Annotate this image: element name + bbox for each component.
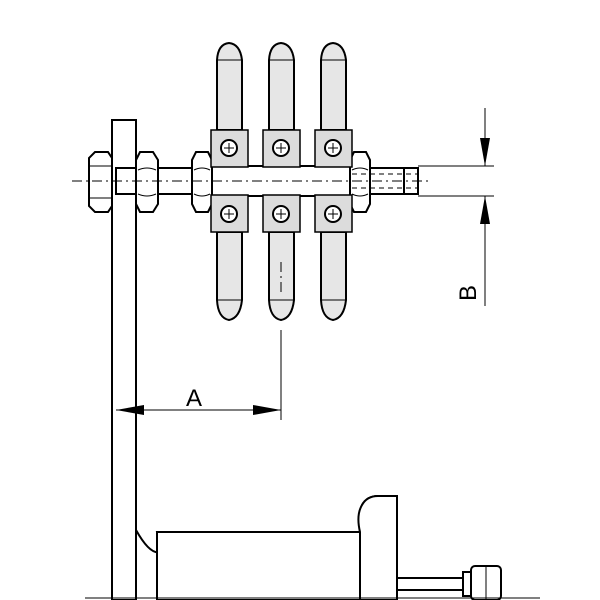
dimension-b-label: B (455, 285, 482, 301)
base-housing (135, 495, 398, 600)
adjustment-screw (396, 565, 502, 600)
dimension-b: B (418, 108, 494, 306)
sprocket-1 (210, 41, 249, 322)
dimension-a: A (116, 330, 282, 420)
hex-nut-plate-right (135, 151, 159, 213)
hex-nut-inner-right (349, 151, 371, 213)
hex-nut-inner-left (191, 151, 213, 213)
dimension-a-label: A (186, 385, 202, 412)
sprocket-3 (314, 41, 353, 322)
support-plate (111, 119, 137, 600)
hex-nut-left (88, 151, 113, 213)
